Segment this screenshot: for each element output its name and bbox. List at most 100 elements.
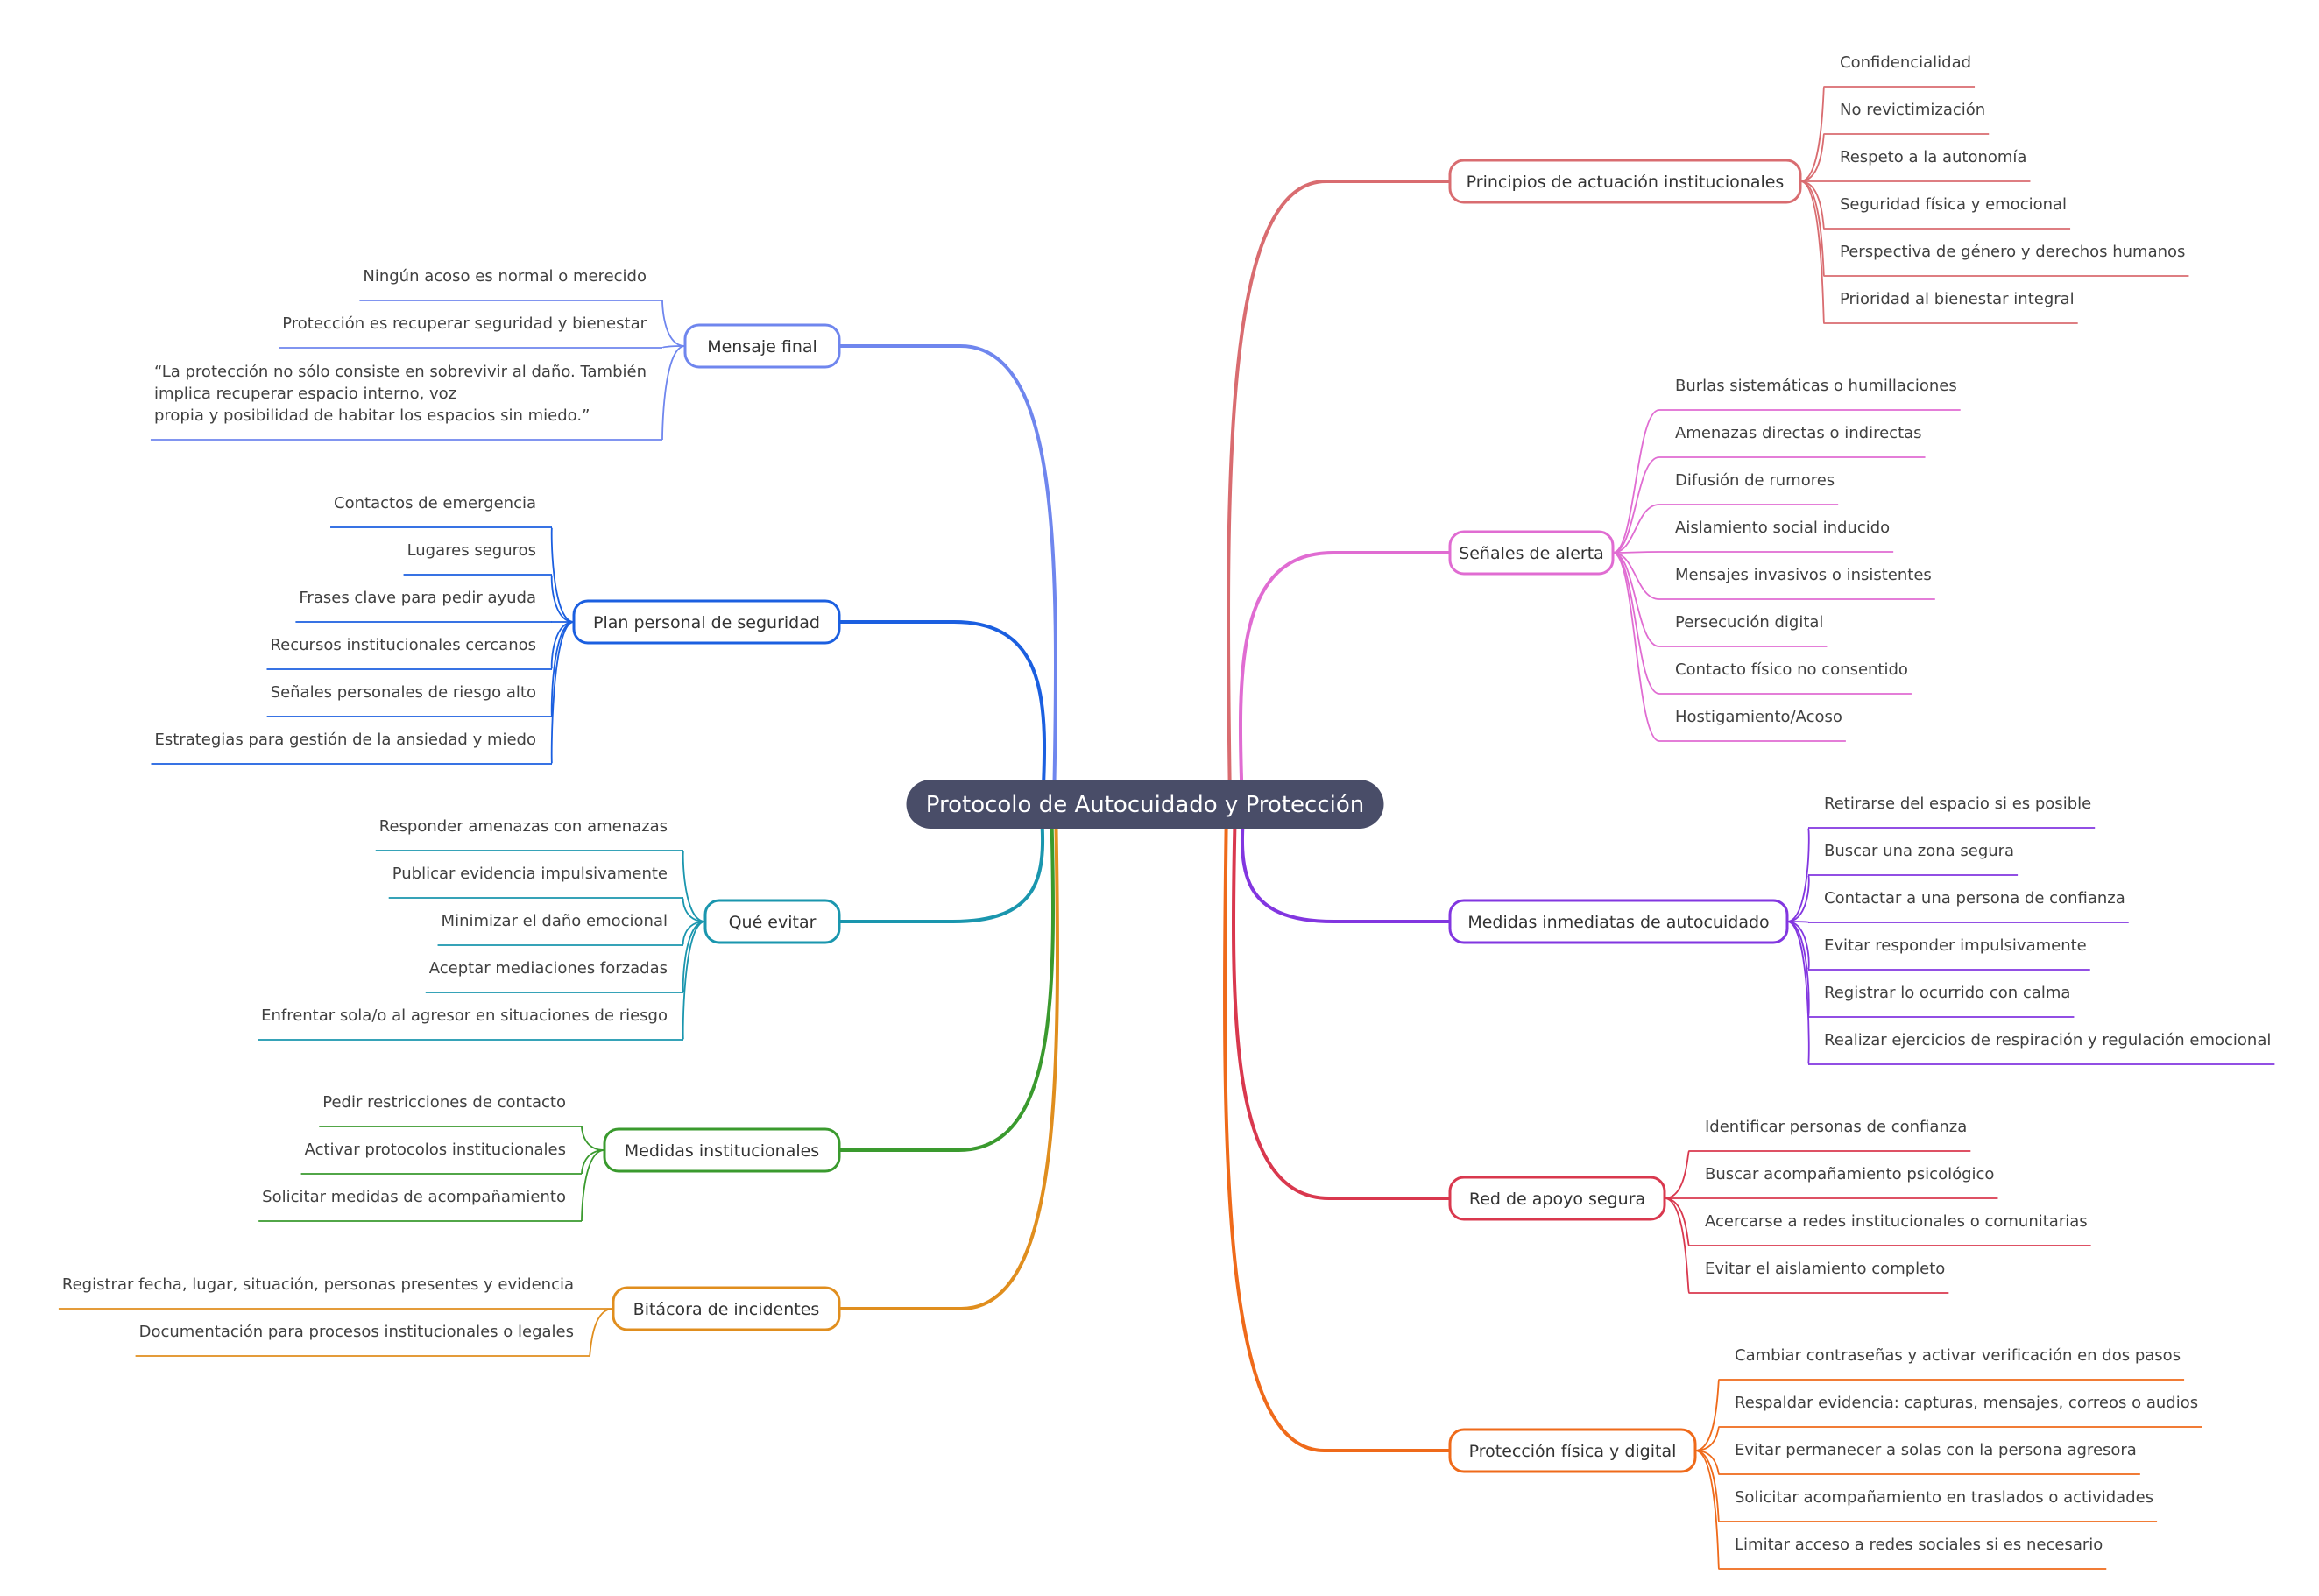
- leaf-label: Contacto físico no consentido: [1675, 660, 1908, 679]
- leaf-label: Prioridad al bienestar integral: [1840, 290, 2075, 308]
- leaf-item: Mensajes invasivos o insistentes: [1612, 552, 1935, 600]
- central-topic[interactable]: Protocolo de Autocuidado y Protección: [906, 780, 1384, 829]
- leaf-item: Minimizar el daño emocional: [437, 912, 706, 946]
- branch-mensaje-final: Mensaje final Ningún acoso es normal o me…: [150, 267, 841, 441]
- leaf-label: Señales personales de riesgo alto: [271, 683, 536, 702]
- leaf-connector: [1799, 133, 1825, 182]
- leaf-label: No revictimización: [1840, 101, 1985, 119]
- leaf-item: Confidencialidad: [1799, 53, 1976, 182]
- leaf-connector: [1664, 1197, 1690, 1246]
- leaf-label: Ningún acoso es normal o merecido: [363, 267, 647, 286]
- leaf-label: Solicitar medidas de acompañamiento: [262, 1188, 566, 1206]
- branch-label: Medidas institucionales: [625, 1141, 819, 1161]
- leaf-label: Difusión de rumores: [1675, 471, 1835, 490]
- leaf-item: Contacto físico no consentido: [1612, 552, 1912, 695]
- leaf-connector: [1799, 180, 1825, 230]
- leaf-item: Retirarse del espacio si es posible: [1786, 794, 2096, 922]
- leaf-label: Publicar evidencia impulsivamente: [392, 865, 668, 883]
- branch-medidas-inmediatas: Medidas inmediatas de autocuidado Retirar…: [1448, 794, 2275, 1065]
- leaf-item: Responder amenazas con amenazas: [375, 817, 706, 922]
- leaf-label: Burlas sistemáticas o humillaciones: [1675, 377, 1957, 395]
- leaf-label: Contactos de emergencia: [334, 494, 536, 512]
- branch-senales: Señales de alerta Burlas sistemáticas o h…: [1448, 377, 1961, 742]
- leaf-label: Buscar una zona segura: [1824, 842, 2014, 860]
- branch-label: Medidas inmediatas de autocuidado: [1467, 913, 1769, 932]
- connector-medidas-inmediatas: [1240, 802, 1452, 923]
- leaf-connector: [1612, 456, 1660, 554]
- leaf-label: Perspectiva de género y derechos humanos: [1840, 243, 2185, 261]
- branch-principios: Principios de actuación institucionales C…: [1448, 53, 2189, 324]
- leaf-connector: [589, 1308, 614, 1357]
- leaf-item: Solicitar acompañamiento en traslados o …: [1694, 1450, 2158, 1522]
- leaf-item: Aislamiento social inducido: [1612, 519, 1894, 554]
- leaf-item: Limitar acceso a redes sociales si es ne…: [1694, 1450, 2107, 1570]
- leaf-item: Aceptar mediaciones forzadas: [425, 921, 706, 993]
- leaf-item: Prioridad al bienestar integral: [1799, 180, 2078, 324]
- leaf-connector: [1694, 1379, 1720, 1451]
- leaf-label: Retirarse del espacio si es posible: [1824, 794, 2091, 813]
- leaf-item: Acercarse a redes institucionales o comu…: [1664, 1197, 2091, 1246]
- leaf-label: Solicitar acompañamiento en traslados o …: [1735, 1488, 2153, 1507]
- leaf-label: Evitar permanecer a solas con la persona…: [1735, 1441, 2137, 1459]
- leaf-connector: [1786, 827, 1810, 922]
- branch-label: Protección física y digital: [1469, 1442, 1677, 1461]
- connector-que-evitar: [838, 802, 1045, 923]
- leaf-item: Enfrentar sola/o al agresor en situacion…: [258, 921, 706, 1041]
- leaf-label: Evitar responder impulsivamente: [1824, 936, 2087, 955]
- leaf-item: Evitar permanecer a solas con la persona…: [1694, 1441, 2140, 1475]
- leaf-item: Respeto a la autonomía: [1799, 148, 2031, 182]
- leaf-connector: [1694, 1450, 1720, 1522]
- branch-label: Principios de actuación institucionales: [1467, 173, 1785, 192]
- leaf-connector: [550, 526, 575, 623]
- central-topic-box: [906, 780, 1384, 829]
- branch-label: Qué evitar: [729, 913, 817, 932]
- leaf-label: Identificar personas de confianza: [1705, 1118, 1967, 1136]
- central-topic-label: Protocolo de Autocuidado y Protección: [926, 792, 1364, 818]
- leaf-connector: [1612, 551, 1660, 554]
- leaf-connector: [1612, 409, 1660, 554]
- leaf-label: Activar protocolos institucionales: [305, 1141, 566, 1159]
- leaf-label: Estrategias para gestión de la ansiedad …: [154, 731, 536, 749]
- leaf-label: Acercarse a redes institucionales o comu…: [1705, 1212, 2088, 1231]
- leaf-label: Mensajes invasivos o insistentes: [1675, 566, 1932, 584]
- connector-mensaje-final: [838, 344, 1058, 806]
- connector-layer: [838, 180, 1452, 1452]
- branch-label: Mensaje final: [707, 337, 817, 357]
- connector-red-apoyo: [1231, 802, 1452, 1200]
- leaf-item: Seguridad física y emocional: [1799, 180, 2071, 230]
- leaf-label: Frases clave para pedir ayuda: [299, 589, 536, 607]
- leaf-label: Aceptar mediaciones forzadas: [429, 959, 668, 978]
- leaf-label: Pedir restricciones de contacto: [322, 1093, 566, 1112]
- leaf-connector: [682, 850, 706, 922]
- branch-label: Señales de alerta: [1459, 544, 1604, 563]
- leaf-label: Respeto a la autonomía: [1840, 148, 2026, 166]
- leaf-label: Persecución digital: [1675, 613, 1823, 632]
- connector-bitacora: [838, 802, 1060, 1310]
- leaf-label: Realizar ejercicios de respiración y reg…: [1824, 1031, 2271, 1049]
- leaf-item: Recursos institucionales cercanos: [266, 621, 575, 670]
- leaf-connector: [1694, 1426, 1720, 1451]
- leaf-item: Evitar el aislamiento completo: [1664, 1197, 1949, 1294]
- leaf-connector: [1786, 874, 1810, 922]
- leaf-item: Identificar personas de confianza: [1664, 1118, 1971, 1199]
- leaf-label: Lugares seguros: [407, 541, 536, 560]
- branch-proteccion: Protección física y digital Cambiar contr…: [1448, 1346, 2202, 1570]
- leaf-label: Cambiar contraseñas y activar verificaci…: [1735, 1346, 2181, 1365]
- leaf-item: Solicitar medidas de acompañamiento: [258, 1149, 605, 1222]
- leaf-connector: [1612, 552, 1660, 742]
- leaf-label: Confidencialidad: [1840, 53, 1971, 72]
- leaf-item: Difusión de rumores: [1612, 471, 1839, 554]
- leaf-item: Hostigamiento/Acoso: [1612, 552, 1846, 742]
- leaf-item: Contactos de emergencia: [330, 494, 575, 623]
- leaf-connector: [1612, 552, 1660, 647]
- leaf-connector: [1612, 552, 1660, 600]
- leaf-label: Registrar fecha, lugar, situación, perso…: [62, 1275, 574, 1294]
- leaf-connector: [550, 574, 575, 623]
- leaf-label: Protección es recuperar seguridad y bien…: [282, 314, 647, 333]
- leaf-item: Activar protocolos institucionales: [300, 1141, 605, 1175]
- branch-que-evitar: Qué evitar Responder amenazas con amenaza…: [258, 817, 841, 1041]
